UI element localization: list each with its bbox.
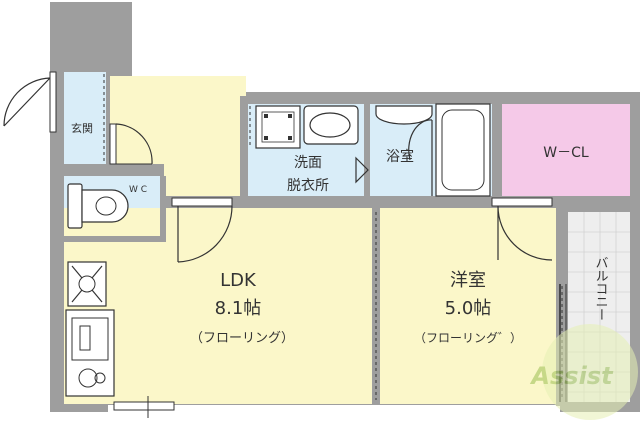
western-floor-type: （フローリング゛） [414, 331, 522, 345]
toilet-icon [67, 183, 129, 229]
assist-logo-text: Assist [529, 362, 614, 390]
western-label: 洋室 [450, 270, 486, 291]
washroom-label-line1: 洗面 [294, 155, 322, 171]
ldk-floor-type: （フローリング） [190, 331, 294, 346]
assist-logo: Assist [529, 324, 638, 420]
ldk-door-icon [171, 197, 233, 263]
bathtub-icon [435, 103, 491, 197]
entrance-floor [64, 72, 106, 164]
entrance-door-icon [3, 71, 57, 133]
entrance-label: 玄関 [71, 121, 93, 135]
western-size: 5.0帖 [445, 298, 492, 319]
interior-walls [64, 76, 640, 412]
bath-door-icon [408, 119, 433, 196]
balcony-label: バルコニー [593, 256, 609, 321]
kitchen-sink-icon [65, 309, 115, 397]
wcl-label: W－CL [543, 145, 589, 161]
washroom-label-line2: 脱衣所 [287, 178, 329, 194]
western-floor [380, 208, 556, 404]
washing-machine-icon [255, 105, 301, 149]
toilet-label: W C [129, 185, 147, 195]
window-bottom-icon [113, 396, 175, 418]
ldk-size: 8.1帖 [215, 298, 262, 319]
toilet-door-icon [109, 123, 153, 165]
western-door-icon [491, 197, 553, 261]
washroom-door-icon [355, 156, 369, 184]
bath-label: 浴室 [386, 148, 414, 165]
washbasin-icon [303, 105, 359, 145]
ldk-label: LDK [220, 270, 257, 291]
bath-sink-icon [375, 105, 433, 125]
stove-icon [67, 261, 107, 307]
wcl-floor [502, 104, 630, 196]
